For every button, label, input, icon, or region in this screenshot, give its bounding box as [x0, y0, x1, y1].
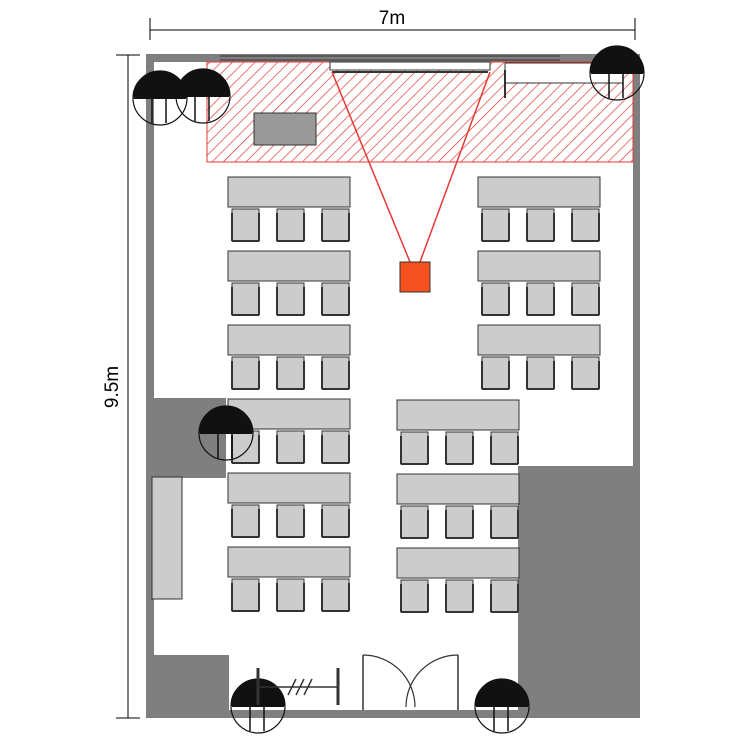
width-dimension: 7m [149, 8, 636, 40]
double-door-icon [362, 654, 459, 710]
chair [490, 505, 519, 539]
projection-beam [331, 71, 491, 263]
chair [276, 578, 305, 612]
desk-group [396, 473, 520, 539]
chair [276, 430, 305, 464]
desk-group [227, 546, 351, 612]
ceiling-light-icon [589, 45, 645, 101]
desk-group [396, 399, 520, 465]
ceiling-light-icon [132, 70, 188, 126]
chair [481, 208, 510, 242]
chair [400, 579, 429, 613]
lights [132, 45, 645, 734]
chair [445, 505, 474, 539]
door-corridor [363, 655, 458, 710]
desk-group [477, 324, 601, 390]
height-label: 9.5m [102, 366, 123, 408]
chair [445, 431, 474, 465]
ceiling-light-icon [175, 68, 231, 124]
desk [227, 472, 351, 504]
desk-groups [227, 176, 601, 613]
coat-rack [256, 668, 340, 705]
chair [490, 579, 519, 613]
desk [227, 176, 351, 208]
width-label: 7m [379, 8, 405, 29]
chair [526, 208, 555, 242]
chair [445, 579, 474, 613]
chair [321, 356, 350, 390]
chair [231, 208, 260, 242]
chair [321, 282, 350, 316]
chair [231, 504, 260, 538]
chair [321, 504, 350, 538]
chair [276, 504, 305, 538]
chair [571, 356, 600, 390]
ceiling-light-icon [474, 678, 530, 734]
chair [276, 356, 305, 390]
chair [231, 578, 260, 612]
presenter-position-icon [399, 261, 431, 293]
chair [321, 578, 350, 612]
chair [276, 208, 305, 242]
desk [477, 324, 601, 356]
ceiling-light-icon [198, 405, 254, 461]
chair [231, 282, 260, 316]
height-dimension: 9.5m [102, 54, 140, 719]
side-table [151, 476, 183, 600]
desk [396, 473, 520, 505]
chair [526, 282, 555, 316]
chair [571, 282, 600, 316]
desk-group [227, 472, 351, 538]
desk [396, 399, 520, 431]
desk [477, 176, 601, 208]
desk-group [396, 547, 520, 613]
chair [321, 430, 350, 464]
chair [526, 356, 555, 390]
desk [227, 324, 351, 356]
chair [490, 431, 519, 465]
chair [481, 282, 510, 316]
desk [396, 547, 520, 579]
chair [400, 431, 429, 465]
desk-group [477, 176, 601, 242]
chair [481, 356, 510, 390]
desk [227, 250, 351, 282]
desk-group [227, 250, 351, 316]
desk [227, 546, 351, 578]
corner-block [154, 655, 229, 710]
desk-group [477, 250, 601, 316]
desk-group [227, 398, 351, 464]
desk-group [227, 176, 351, 242]
chair [400, 505, 429, 539]
desk [477, 250, 601, 282]
chair [571, 208, 600, 242]
chair [321, 208, 350, 242]
desk-group [227, 324, 351, 390]
chair [276, 282, 305, 316]
lectern [253, 112, 317, 146]
chair [231, 356, 260, 390]
